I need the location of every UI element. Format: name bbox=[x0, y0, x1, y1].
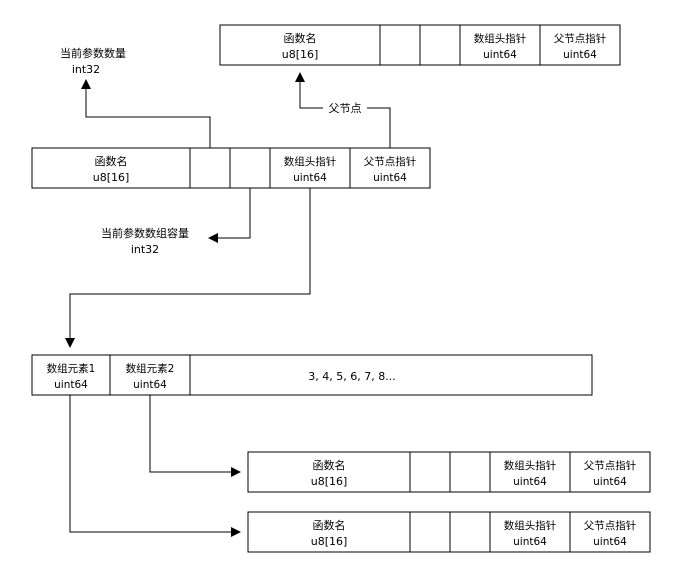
struct-child2-parent-type: uint64 bbox=[593, 536, 627, 548]
struct-parent-parent-type: uint64 bbox=[563, 49, 597, 61]
struct-child2-array-head-cell bbox=[489, 511, 571, 553]
array-rest-cell bbox=[189, 354, 593, 396]
param-count-type: int32 bbox=[72, 63, 100, 76]
struct-child2-name-type: u8[16] bbox=[311, 535, 348, 548]
param-array: 数组元素1 uint64 数组元素2 uint64 3, 4, 5, 6, 7,… bbox=[31, 354, 593, 396]
struct-child-1: 函数名 u8[16] 数组头指针 uint64 父节点指针 uint64 bbox=[247, 451, 651, 493]
struct-child2-blank-cell-2 bbox=[449, 511, 491, 553]
struct-child2-parent-cell bbox=[569, 511, 651, 553]
struct-child1-parent-label: 父节点指针 bbox=[584, 459, 637, 472]
array-capacity-label: 当前参数数组容量 bbox=[101, 226, 189, 240]
struct-parent-array-head-label: 数组头指针 bbox=[474, 32, 527, 45]
array-elem1-type: uint64 bbox=[54, 379, 88, 391]
struct-current-count-cell bbox=[189, 147, 231, 189]
arrow-to-array bbox=[65, 188, 311, 348]
arrow-elem1-to-child2 bbox=[69, 395, 241, 537]
struct-child2-name-label: 函数名 bbox=[313, 518, 346, 532]
struct-current-array-head-label: 数组头指针 bbox=[284, 155, 337, 168]
struct-child2-array-head-label: 数组头指针 bbox=[504, 519, 557, 532]
struct-parent-blank-cell-1 bbox=[379, 24, 421, 66]
arrow-to-array-capacity bbox=[208, 188, 251, 243]
struct-child2-parent-label: 父节点指针 bbox=[584, 519, 637, 532]
struct-child1-name-cell bbox=[247, 451, 411, 493]
struct-current-parent-label: 父节点指针 bbox=[364, 155, 417, 168]
array-elem2-label: 数组元素2 bbox=[126, 362, 175, 375]
struct-current: 函数名 u8[16] 数组头指针 uint64 父节点指针 uint64 bbox=[31, 147, 431, 189]
struct-child1-parent-cell bbox=[569, 451, 651, 493]
parent-connector-left bbox=[295, 72, 323, 109]
struct-parent-blank-cell-2 bbox=[419, 24, 461, 66]
arrow-elem2-to-child1 bbox=[149, 395, 241, 477]
struct-child-2: 函数名 u8[16] 数组头指针 uint64 父节点指针 uint64 bbox=[247, 511, 651, 553]
struct-child1-blank-cell-2 bbox=[449, 451, 491, 493]
struct-current-name-type: u8[16] bbox=[93, 171, 130, 184]
struct-parent-array-head-type: uint64 bbox=[483, 49, 517, 61]
array-elem1-label: 数组元素1 bbox=[47, 362, 96, 375]
struct-child1-blank-cell-1 bbox=[409, 451, 451, 493]
struct-current-parent-type: uint64 bbox=[373, 172, 407, 184]
parent-node-label: 父节点 bbox=[329, 102, 362, 115]
struct-current-name-label: 函数名 bbox=[95, 154, 128, 168]
struct-parent-parent-cell bbox=[539, 24, 621, 66]
struct-child1-array-head-label: 数组头指针 bbox=[504, 459, 557, 472]
array-rest-label: 3, 4, 5, 6, 7, 8... bbox=[308, 370, 395, 383]
struct-child1-array-head-type: uint64 bbox=[513, 476, 547, 488]
struct-child2-blank-cell-1 bbox=[409, 511, 451, 553]
array-elem1-cell bbox=[31, 354, 111, 396]
struct-parent-name-cell bbox=[219, 24, 381, 66]
struct-parent-name-type: u8[16] bbox=[282, 48, 319, 61]
struct-child1-parent-type: uint64 bbox=[593, 476, 627, 488]
struct-parent-array-head-cell bbox=[459, 24, 541, 66]
struct-current-parent-cell bbox=[349, 147, 431, 189]
parent-connector-right bbox=[367, 107, 391, 148]
struct-child1-name-type: u8[16] bbox=[311, 475, 348, 488]
struct-child1-name-label: 函数名 bbox=[313, 458, 346, 472]
struct-current-array-head-type: uint64 bbox=[293, 172, 327, 184]
arrow-to-param-count bbox=[81, 79, 211, 148]
struct-parent-name-label: 函数名 bbox=[284, 31, 317, 45]
array-elem2-cell bbox=[109, 354, 191, 396]
param-count-label: 当前参数数量 bbox=[60, 46, 126, 60]
struct-current-name-cell bbox=[31, 147, 191, 189]
array-elem2-type: uint64 bbox=[133, 379, 167, 391]
struct-child2-name-cell bbox=[247, 511, 411, 553]
struct-child2-array-head-type: uint64 bbox=[513, 536, 547, 548]
array-capacity-type: int32 bbox=[131, 243, 159, 256]
struct-parent: 函数名 u8[16] 数组头指针 uint64 父节点指针 uint64 bbox=[219, 24, 621, 66]
struct-parent-parent-label: 父节点指针 bbox=[554, 32, 607, 45]
struct-current-capacity-cell bbox=[229, 147, 271, 189]
